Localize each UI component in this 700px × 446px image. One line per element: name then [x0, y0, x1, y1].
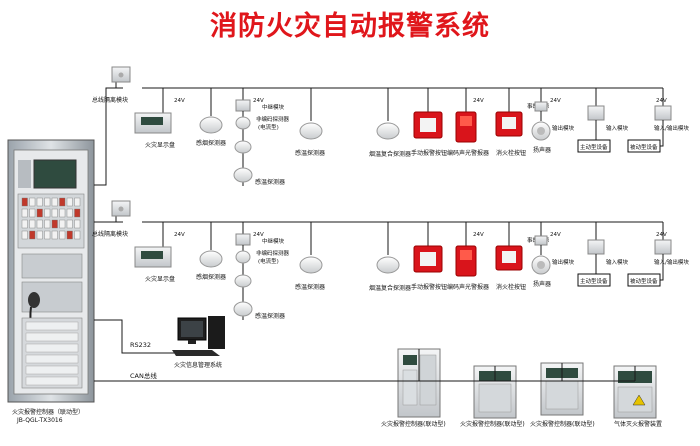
- rs232-label: RS232: [130, 341, 151, 349]
- io-module: [654, 239, 672, 255]
- smoke-detector-icon: [199, 250, 223, 268]
- pc-label: 火灾信息管理系统: [174, 361, 222, 369]
- voltage-label: 24V: [473, 98, 484, 104]
- voltage-label: 24V: [473, 232, 484, 238]
- fire-display-label: 火灾显示盘: [145, 275, 175, 283]
- smoke-detector-label: 感烟探测器: [196, 273, 226, 281]
- heat-detector-label-2: 感温探测器: [255, 178, 285, 186]
- bottom-panel-label-2: 火灾报警控制器(联动型): [460, 420, 525, 428]
- heat-detector-icon-3: [299, 122, 323, 140]
- main-panel-label-1: 火灾报警控制器（联动型）: [12, 408, 84, 416]
- relay-module: [235, 99, 251, 112]
- active-device-label: 主动型设备: [580, 143, 608, 151]
- heat-detector-label: 感温探测器: [295, 149, 325, 157]
- heat-detector-label-2: 感温探测器: [255, 312, 285, 320]
- voltage-label: 24V: [550, 232, 561, 238]
- fire-phone-icon: [28, 292, 40, 308]
- bottom-panel-label-4: 气体灭火报警装置: [614, 420, 662, 428]
- smoke-detector-label: 感烟探测器: [196, 139, 226, 147]
- output-module-small: [534, 235, 548, 246]
- speaker-label: 扬声器: [533, 146, 551, 154]
- manual-alarm-label: 手动报警按钮: [411, 149, 447, 157]
- bus-isolator-label: 总线隔离模块: [92, 230, 128, 238]
- voltage-label: 24V: [253, 98, 264, 104]
- passive-device-label: 被动型设备: [630, 277, 658, 285]
- smoke-heat-detector-label: 烟温复合探测器: [369, 150, 411, 158]
- io-module-label: 输入/输出模块: [654, 258, 689, 266]
- relay-module-label: 中继模块: [262, 237, 285, 245]
- main-panel-label-2: JB-QGL-TX3016: [16, 417, 63, 424]
- nonaddr-detector-icon: [235, 116, 251, 130]
- active-device-box: [577, 273, 611, 287]
- fire-display-label: 火灾显示盘: [145, 141, 175, 149]
- output-module-label: 输出模块: [552, 258, 575, 266]
- smoke-heat-detector-icon: [376, 122, 400, 140]
- voltage-label: 24V: [656, 98, 667, 104]
- bus-isolator-label: 总线隔离模块: [92, 96, 128, 104]
- manual-alarm-label: 手动报警按钮: [411, 283, 447, 291]
- bottom-panel-label-1: 火灾报警控制器(联动型): [381, 420, 446, 428]
- sound-light-alarm-label: 编码声光警报器: [447, 283, 489, 291]
- speaker-label: 扬声器: [533, 280, 551, 288]
- relay-module: [235, 233, 251, 246]
- voltage-label: 24V: [550, 98, 561, 104]
- input-module: [587, 239, 605, 255]
- heat-detector-icon: [234, 140, 252, 154]
- input-module-label: 输入模块: [606, 124, 629, 132]
- voltage-label: 24V: [174, 98, 185, 104]
- heat-detector-icon-2: [233, 167, 253, 183]
- nonaddr-detector-label-2: (电流型): [258, 257, 279, 265]
- passive-device-box: [627, 273, 661, 287]
- heat-detector-icon-2: [233, 301, 253, 317]
- diagram-title: 消防火灾自动报警系统: [210, 11, 490, 42]
- nonaddr-detector-label-1: 非编码探测器: [256, 115, 290, 123]
- device-row-1: 总线隔离模块 24V 24V 24V 24V 24V 火灾显示盘 感烟探测器 中继模块非编码探测…: [92, 66, 689, 186]
- bottom-panels: [397, 348, 657, 419]
- management-computer: [172, 316, 225, 356]
- active-device-box: [577, 139, 611, 153]
- voltage-label: 24V: [656, 232, 667, 238]
- input-module-label: 输入模块: [606, 258, 629, 266]
- output-module-small: [534, 101, 548, 112]
- input-module: [587, 105, 605, 121]
- io-module: [654, 105, 672, 121]
- nonaddr-detector-icon: [235, 250, 251, 264]
- heat-detector-label: 感温探测器: [295, 283, 325, 291]
- hydrant-button-label: 消火栓按钮: [496, 283, 526, 291]
- sound-light-alarm-label: 编码声光警报器: [447, 149, 489, 157]
- voltage-label: 24V: [174, 232, 185, 238]
- nonaddr-detector-label-1: 非编码探测器: [256, 249, 290, 257]
- io-module-label: 输入/输出模块: [654, 124, 689, 132]
- can-bus-label: CAN总线: [130, 371, 157, 380]
- main-control-cabinet: [7, 139, 95, 403]
- panel-screen: [33, 159, 77, 189]
- bus-wiring: [94, 75, 663, 382]
- passive-device-box: [627, 139, 661, 153]
- smoke-heat-detector-label: 烟温复合探测器: [369, 284, 411, 292]
- active-device-label: 主动型设备: [580, 277, 608, 285]
- passive-device-label: 被动型设备: [630, 143, 658, 151]
- device-row-2: 总线隔离模块 24V 24V 24V 24V 24V 火灾显示盘 感烟探测器 中继模块非编码探测…: [92, 200, 689, 320]
- heat-detector-icon-3: [299, 256, 323, 274]
- smoke-heat-detector-icon: [376, 256, 400, 274]
- output-module-label: 输出模块: [552, 124, 575, 132]
- hydrant-button-label: 消火栓按钮: [496, 149, 526, 157]
- voltage-label: 24V: [253, 232, 264, 238]
- smoke-detector-icon: [199, 116, 223, 134]
- bottom-panel-label-3: 火灾报警控制器(联动型): [530, 420, 595, 428]
- nonaddr-detector-label-2: (电流型): [258, 123, 279, 131]
- heat-detector-icon: [234, 274, 252, 288]
- relay-module-label: 中继模块: [262, 103, 285, 111]
